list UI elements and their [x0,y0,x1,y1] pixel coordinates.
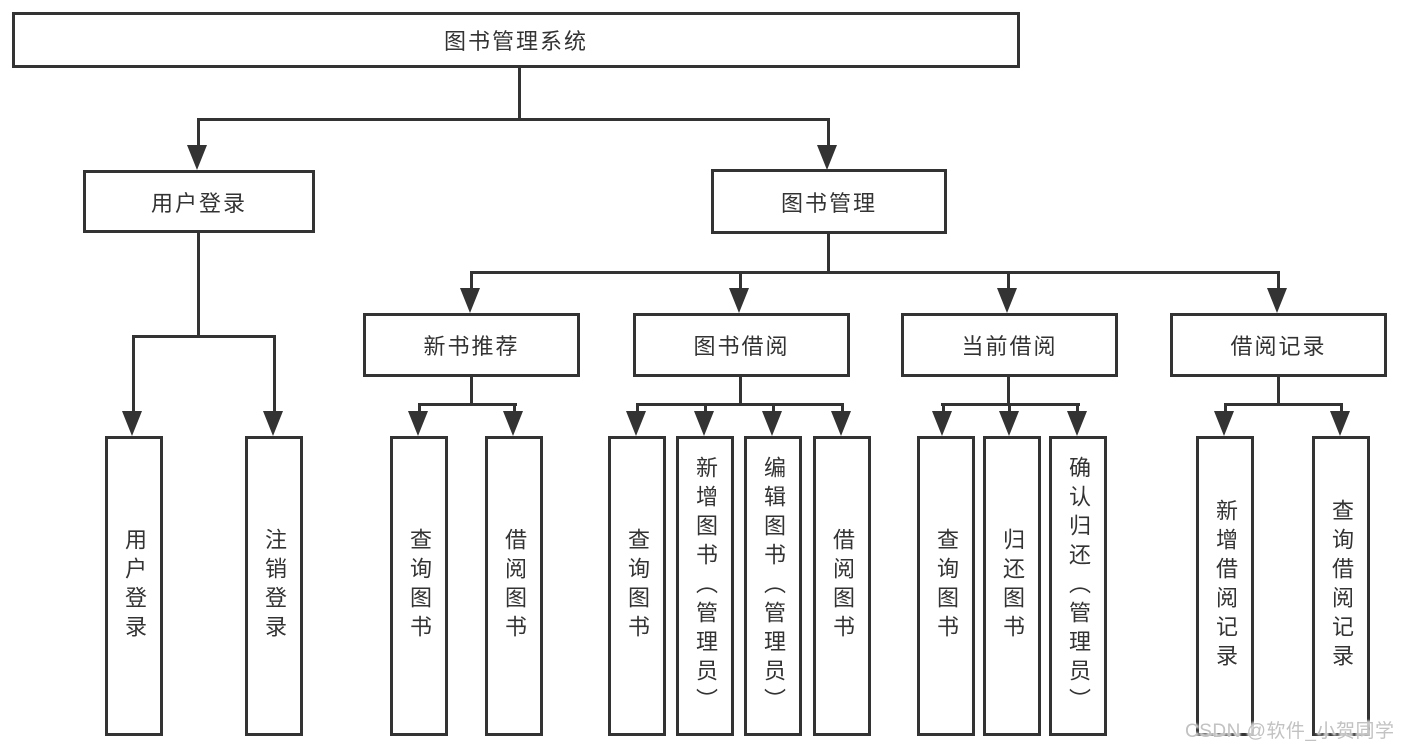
connector-stem [1076,403,1079,413]
connector-stem [197,118,200,148]
node-borrow-records: 借阅记录 [1170,313,1387,377]
node-label: 查询图书 [625,528,650,644]
connector-records-down [1277,377,1280,405]
arrowhead-down [122,411,142,436]
connector-stem [841,403,844,413]
node-label: 新增借阅记录 [1213,499,1238,673]
connector-stem [739,271,742,291]
arrowhead-down [1330,411,1350,436]
arrowhead-down [263,411,283,436]
leaf-borrow-books: 借阅图书 [813,436,871,736]
node-label: 图书管理 [780,190,877,216]
node-label: 查询图书 [407,528,432,644]
connector-records-split [1224,403,1343,406]
node-label: 新书推荐 [423,334,520,359]
leaf-borrow-books-recommend: 借阅图书 [485,436,543,736]
connector-bookmgmt-down [827,233,830,273]
arrowhead-down [1067,411,1087,436]
leaf-query-books-current: 查询图书 [917,436,975,736]
arrowhead-down [626,411,646,436]
arrowhead-down [817,145,837,170]
node-label: 用户登录 [150,190,247,216]
connector-recommend-down [470,377,473,405]
connector-stem [636,403,639,413]
node-label: 用户登录 [122,528,147,644]
connector-userlogin-split [132,335,276,338]
arrowhead-down [932,411,952,436]
node-current-borrowing: 当前借阅 [901,313,1118,377]
connector-stem [470,271,473,291]
arrowhead-down [503,411,523,436]
leaf-logout: 注销登录 [245,436,303,736]
node-label: 编辑图书（管理员） [761,455,786,717]
leaf-query-books-recommend: 查询图书 [390,436,448,736]
leaf-add-borrow-record: 新增借阅记录 [1196,436,1254,736]
connector-recommend-split [418,403,517,406]
arrowhead-down [831,411,851,436]
connector-userlogin-down [197,233,200,336]
node-book-management: 图书管理 [711,169,947,234]
arrowhead-down [694,411,714,436]
arrowhead-down [762,411,782,436]
node-label: 查询图书 [934,528,959,644]
connector-stem [827,118,830,148]
connector-stem [704,403,707,413]
arrowhead-down [460,288,480,313]
leaf-confirm-return-admin: 确认归还（管理员） [1049,436,1107,736]
connector-stem [132,335,135,413]
connector-stem [772,403,775,413]
connector-borrowing-down [739,377,742,405]
connector-bookmgmt-split [470,271,1280,274]
node-user-login: 用户登录 [83,170,315,233]
connector-stem [1340,403,1343,413]
node-label: 当前借阅 [961,334,1058,359]
connector-stem [1007,271,1010,291]
csdn-watermark: CSDN @软件_小贺同学 [1185,721,1395,742]
connector-stem [273,335,276,413]
arrowhead-down [408,411,428,436]
node-new-book-recommend: 新书推荐 [363,313,580,377]
connector-stem [513,403,516,413]
connector-root-down [518,68,521,118]
arrowhead-down [997,288,1017,313]
node-label: 查询借阅记录 [1329,499,1354,673]
node-label: 归还图书 [1000,528,1025,644]
leaf-return-book: 归还图书 [983,436,1041,736]
node-label: 借阅记录 [1230,334,1327,359]
node-book-borrowing: 图书借阅 [633,313,850,377]
connector-stem [418,403,421,413]
leaf-edit-book-admin: 编辑图书（管理员） [744,436,802,736]
arrowhead-down [1214,411,1234,436]
arrowhead-down [1267,288,1287,313]
connector-stem [1277,271,1280,291]
connector-stem [1008,403,1011,413]
node-label: 借阅图书 [502,528,527,644]
node-library-system: 图书管理系统 [12,12,1020,68]
node-label: 图书借阅 [693,334,790,359]
leaf-query-books-borrowing: 查询图书 [608,436,666,736]
connector-borrowing-split [636,403,844,406]
node-label: 借阅图书 [830,528,855,644]
leaf-add-book-admin: 新增图书（管理员） [676,436,734,736]
arrowhead-down [999,411,1019,436]
node-label: 新增图书（管理员） [693,455,718,717]
connector-root-split [197,118,830,121]
connector-stem [1224,403,1227,413]
leaf-query-borrow-record: 查询借阅记录 [1312,436,1370,736]
node-label: 图书管理系统 [443,29,588,54]
connector-stem [942,403,945,413]
connector-current-down [1007,377,1010,405]
leaf-user-login: 用户登录 [105,436,163,736]
arrowhead-down [729,288,749,313]
arrowhead-down [187,145,207,170]
node-label: 注销登录 [262,528,287,644]
node-label: 确认归还（管理员） [1066,455,1091,717]
